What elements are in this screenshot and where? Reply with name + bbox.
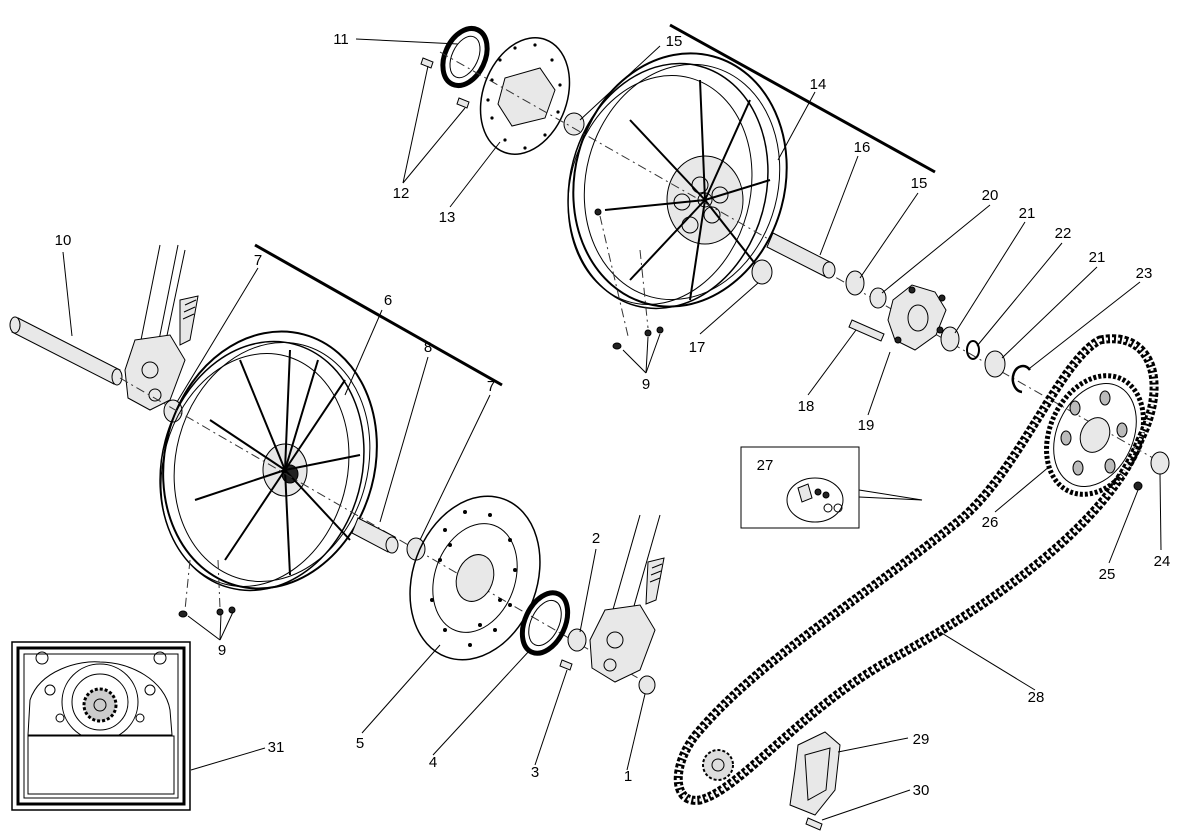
rear-seal-22 xyxy=(966,340,980,360)
callout-26: 26 xyxy=(982,514,999,531)
callout-20: 20 xyxy=(982,187,999,204)
callout-8: 8 xyxy=(424,339,432,356)
callout-14: 14 xyxy=(810,76,827,93)
callout-12: 12 xyxy=(393,185,410,202)
callout-21-b: 21 xyxy=(1089,249,1106,266)
callout-4: 4 xyxy=(429,754,437,771)
front-wheel-rim xyxy=(159,330,378,592)
callout-23: 23 xyxy=(1136,265,1153,282)
rear-spacer-20 xyxy=(869,287,887,309)
front-screw xyxy=(559,659,573,671)
rear-bearing-right xyxy=(845,270,865,296)
callout-18: 18 xyxy=(798,398,815,415)
callout-21-a: 21 xyxy=(1019,205,1036,222)
front-wheel-assembly xyxy=(9,244,665,695)
rear-disc-screws xyxy=(420,57,470,109)
front-fork-right xyxy=(589,514,665,683)
callout-27: 27 xyxy=(757,457,774,474)
rear-tone-ring xyxy=(440,26,490,88)
callout-30: 30 xyxy=(913,782,930,799)
callout-11: 11 xyxy=(333,31,349,48)
callout-6: 6 xyxy=(384,292,392,309)
callout-25: 25 xyxy=(1099,566,1116,583)
front-sprocket-inset xyxy=(11,641,191,811)
rear-bearing-left xyxy=(563,112,585,136)
front-tone-ring xyxy=(519,590,571,656)
callout-7-left: 7 xyxy=(254,252,262,269)
front-sprocket xyxy=(702,749,734,781)
drive-chain xyxy=(673,334,1159,805)
rear-spacer-tube xyxy=(766,232,836,279)
callout-3: 3 xyxy=(531,764,539,781)
front-axle xyxy=(9,316,123,386)
callout-16: 16 xyxy=(854,139,871,156)
callout-10: 10 xyxy=(55,232,72,249)
rear-bearing-21a xyxy=(940,326,960,352)
callout-28: 28 xyxy=(1028,689,1045,706)
callout-labels: 1 2 3 4 5 6 7 7 8 9 9 10 11 12 13 14 15 … xyxy=(55,31,1171,799)
chain-link-detail-box xyxy=(740,446,923,529)
callout-19: 19 xyxy=(858,417,875,434)
front-fork-left xyxy=(124,244,199,411)
callout-1: 1 xyxy=(624,768,632,785)
rear-sprocket-assembly xyxy=(1044,373,1170,497)
callout-5: 5 xyxy=(356,735,364,752)
front-spacer-tube xyxy=(351,517,399,554)
callout-29: 29 xyxy=(913,731,930,748)
circlip xyxy=(1011,364,1032,394)
rear-axle-centerline xyxy=(439,51,1161,463)
front-brake-disc xyxy=(409,495,541,661)
rear-wheel-assembly xyxy=(420,26,1161,463)
front-bolts xyxy=(178,559,236,618)
leader-lines xyxy=(62,23,1162,821)
rear-brake-disc xyxy=(479,37,571,155)
front-spacer-small xyxy=(567,628,587,652)
sprocket-bolt xyxy=(1133,481,1143,491)
callout-7-right: 7 xyxy=(487,378,495,395)
callout-24: 24 xyxy=(1154,553,1171,570)
callout-17: 17 xyxy=(689,339,706,356)
sprocket-carrier xyxy=(887,284,947,351)
rear-wheel-rim xyxy=(567,52,788,310)
callout-22: 22 xyxy=(1055,225,1072,242)
callout-2: 2 xyxy=(592,530,600,547)
callout-9-front: 9 xyxy=(218,642,226,659)
front-axle-nut xyxy=(638,675,656,695)
sprocket-nut xyxy=(1150,451,1170,475)
carrier-stud xyxy=(848,319,885,342)
callout-13: 13 xyxy=(439,209,456,226)
callout-15-top: 15 xyxy=(666,33,683,50)
callout-15-right: 15 xyxy=(911,175,928,192)
rear-bolts xyxy=(594,208,664,350)
sprocket-cover xyxy=(789,731,841,831)
callout-9-rear: 9 xyxy=(642,376,650,393)
rear-bearing-21b xyxy=(984,350,1006,378)
rear-spacer-short xyxy=(751,259,773,285)
callout-31: 31 xyxy=(268,739,285,756)
